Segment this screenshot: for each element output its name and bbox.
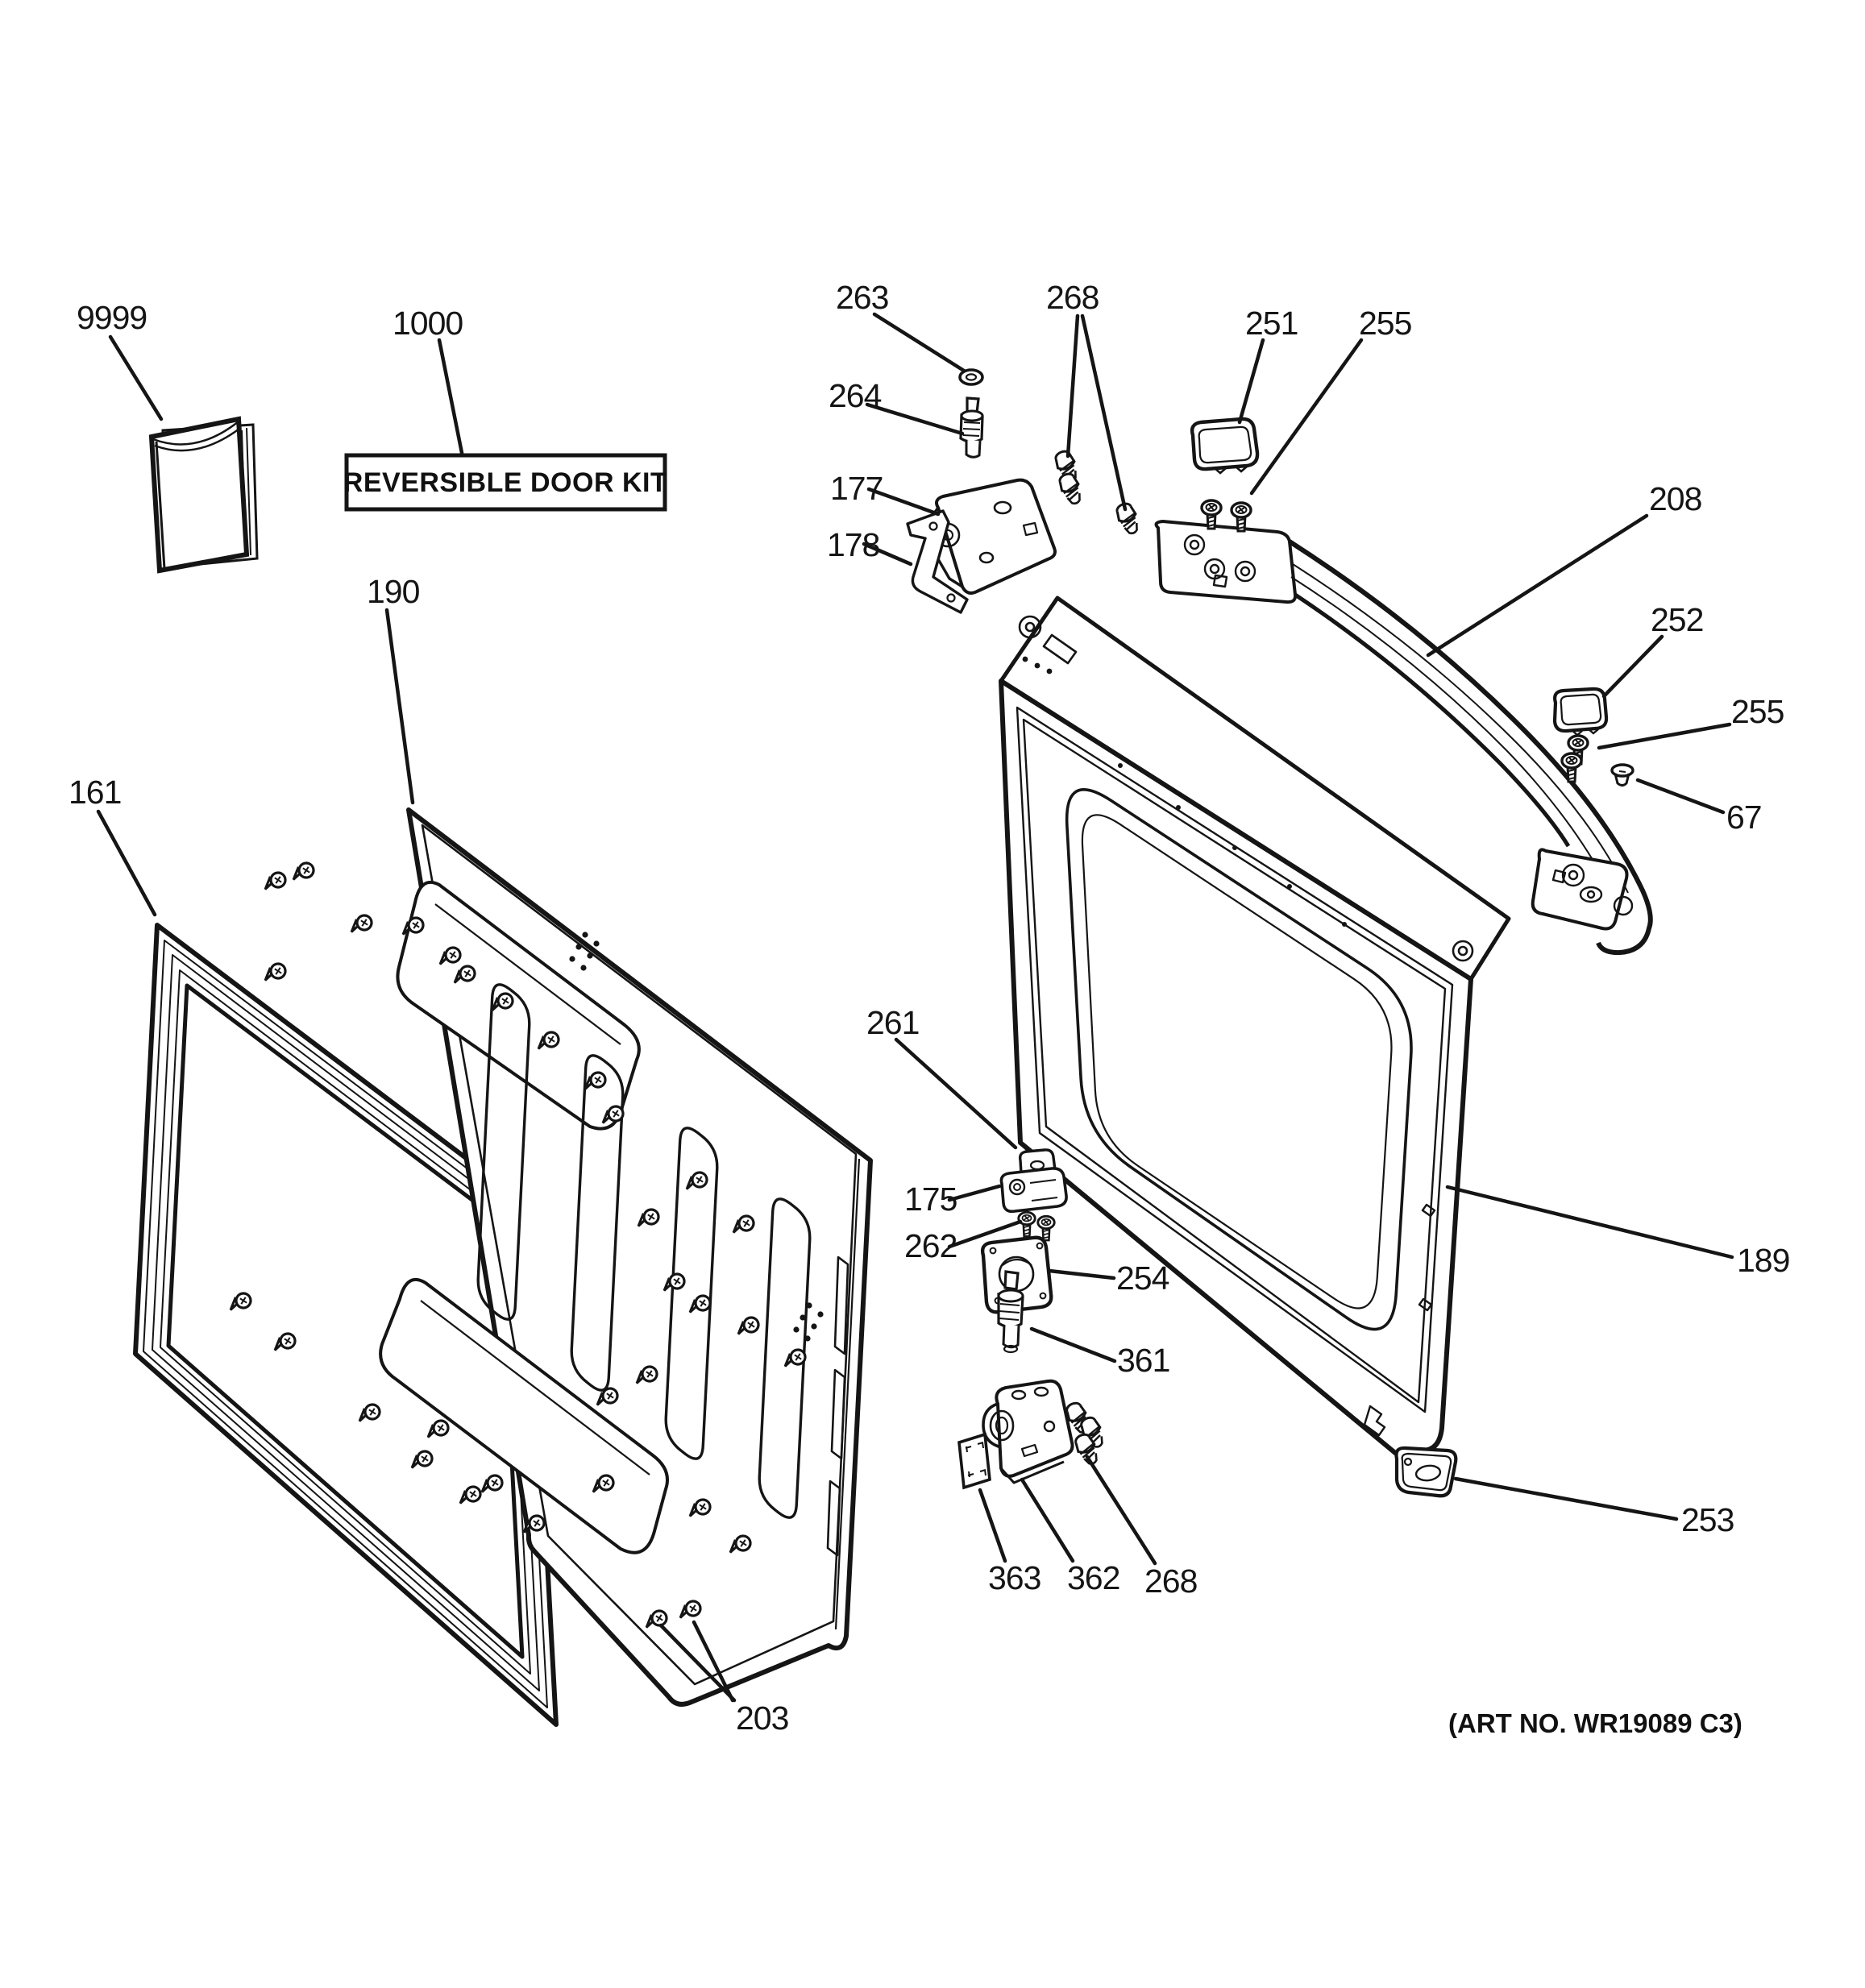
leader-254: [1047, 1268, 1116, 1280]
vent-dots: [569, 932, 824, 1342]
leader-203: [692, 1620, 735, 1703]
leader-203: [658, 1623, 737, 1703]
leader-255-top: [1249, 338, 1364, 496]
door-handle: [1154, 520, 1653, 956]
leader-189: [1445, 1185, 1734, 1260]
leader-362: [1020, 1477, 1075, 1563]
leader-9999: [108, 334, 164, 421]
callout-203: 203: [736, 1700, 788, 1737]
top-hinge-pin: [959, 396, 984, 459]
callout-264: 264: [829, 377, 882, 414]
center-hinge-pin-361: [997, 1270, 1024, 1354]
callout-67: 67: [1726, 799, 1762, 836]
bottom-hinge-bracket-362: [982, 1379, 1074, 1484]
leader-252: [1601, 634, 1664, 699]
manual-booklet: [148, 416, 259, 574]
callout-253: 253: [1681, 1501, 1734, 1538]
outer-door-panel: [999, 596, 1511, 1463]
leader-255-right: [1597, 722, 1732, 750]
leader-161: [96, 809, 157, 917]
top-hinge-shim: [906, 509, 969, 614]
callout-261: 261: [866, 1004, 919, 1041]
leader-190: [384, 608, 415, 805]
callout-189: 189: [1737, 1242, 1789, 1279]
callout-363: 363: [988, 1559, 1040, 1596]
art-number: (ART NO. WR19089 C3): [1448, 1708, 1742, 1738]
callout-161: 161: [69, 774, 121, 811]
leader-361: [1029, 1326, 1117, 1363]
door-foot-cap: [1394, 1446, 1458, 1498]
leader-177: [866, 487, 941, 517]
hinge-plate-175: [999, 1167, 1068, 1214]
callout-178: 178: [827, 526, 880, 563]
leader-208: [1426, 513, 1649, 658]
door-gasket: [133, 923, 559, 1727]
edge-details: [1118, 763, 1436, 1437]
callout-362: 362: [1067, 1559, 1119, 1596]
leader-251: [1237, 338, 1265, 425]
leader-175: [947, 1184, 1002, 1202]
leader-268-top: [1065, 313, 1080, 459]
leader-67: [1635, 778, 1726, 815]
leader-268-bottom: [1085, 1455, 1157, 1566]
callout-268-bottom: 268: [1144, 1563, 1198, 1600]
leader-363: [978, 1488, 1007, 1563]
hole-plug-67: [1610, 763, 1634, 786]
leader-263: [872, 312, 966, 373]
callout-177: 177: [830, 470, 883, 507]
callout-255-top: 255: [1359, 305, 1412, 342]
callout-361: 361: [1117, 1342, 1169, 1379]
leader-178: [862, 542, 913, 567]
leader-264: [865, 402, 965, 436]
callout-190: 190: [367, 573, 420, 610]
callout-255-right: 255: [1731, 693, 1784, 730]
callout-layer: 9999 1000 190 161 263 264 268 251 255 177 178 208 25…: [69, 279, 1790, 1737]
hinge-hole-cap-251: [1190, 417, 1260, 475]
callout-254: 254: [1116, 1260, 1169, 1297]
callout-268-top: 268: [1046, 279, 1099, 316]
leader-261: [894, 1037, 1018, 1150]
leader-268-top: [1080, 313, 1128, 512]
callout-1000: 1000: [393, 305, 463, 342]
hinge-hole-cap-252: [1552, 687, 1609, 737]
callout-175: 175: [904, 1181, 957, 1218]
top-hinge-washer: [958, 368, 984, 386]
inner-door-panel: [379, 807, 873, 1707]
leader-253: [1453, 1476, 1679, 1521]
callout-208: 208: [1649, 480, 1702, 517]
reversible-door-kit-box: REVERSIBLE DOOR KIT: [343, 453, 667, 512]
callout-9999: 9999: [77, 299, 147, 336]
reversible-door-kit-label: REVERSIBLE DOOR KIT: [343, 467, 667, 498]
callout-263: 263: [836, 279, 888, 316]
callout-262: 262: [904, 1227, 957, 1264]
top-hinge-holes: [1018, 615, 1474, 962]
leader-262: [947, 1219, 1023, 1249]
leader-1000: [437, 338, 464, 455]
callout-252: 252: [1651, 601, 1703, 638]
hinge-screws-top: [1051, 447, 1144, 537]
callout-251: 251: [1245, 305, 1298, 342]
hinge-shim-363: [957, 1432, 991, 1490]
